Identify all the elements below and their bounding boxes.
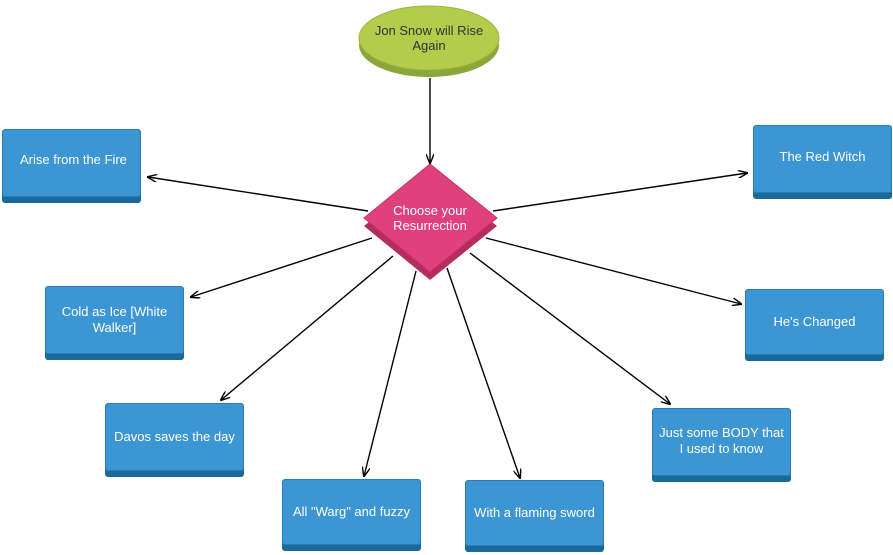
decision-node-label: Choose your Resurrection bbox=[393, 203, 467, 233]
arrow-to-with-a-flaming-sword bbox=[446, 267, 520, 478]
option-cold-as-ice: Cold as Ice [White Walker] bbox=[45, 286, 184, 354]
option-davos-saves-the-day: Davos saves the day bbox=[105, 403, 244, 471]
option-the-red-witch: The Red Witch bbox=[753, 125, 892, 193]
arrow-to-davos-saves-the-day bbox=[221, 255, 394, 400]
option-label: Davos saves the day bbox=[114, 429, 235, 444]
arrow-to-cold-as-ice bbox=[191, 237, 373, 297]
arrow-to-hes-changed bbox=[485, 237, 741, 304]
arrow-to-all-warg-and-fuzzy bbox=[364, 270, 417, 476]
decision-node-shape bbox=[363, 163, 498, 280]
start-node-label: Jon Snow will Rise Again bbox=[374, 23, 484, 53]
option-arise-from-the-fire: Arise from the Fire bbox=[2, 129, 141, 197]
arrow-to-just-some-body bbox=[469, 252, 670, 404]
option-just-some-body: Just some BODY that I used to know bbox=[652, 408, 791, 476]
option-label: With a flaming sword bbox=[474, 505, 595, 520]
option-hes-changed: He's Changed bbox=[745, 289, 884, 355]
option-label: All "Warg" and fuzzy bbox=[292, 504, 411, 519]
decision-node: Choose your Resurrection bbox=[380, 196, 480, 240]
option-all-warg-and-fuzzy: All "Warg" and fuzzy bbox=[282, 479, 421, 545]
option-with-a-flaming-sword: With a flaming sword bbox=[465, 480, 604, 546]
option-label: Cold as Ice [White Walker] bbox=[61, 304, 168, 335]
start-node-shape bbox=[358, 5, 500, 77]
start-node: Jon Snow will Rise Again bbox=[364, 12, 494, 64]
option-label: He's Changed bbox=[773, 314, 856, 329]
arrow-to-arise-from-the-fire bbox=[148, 177, 369, 212]
option-label: Arise from the Fire bbox=[20, 152, 127, 167]
arrow-to-the-red-witch bbox=[492, 173, 747, 212]
option-label: Just some BODY that I used to know bbox=[659, 425, 784, 456]
option-label: The Red Witch bbox=[779, 149, 866, 164]
